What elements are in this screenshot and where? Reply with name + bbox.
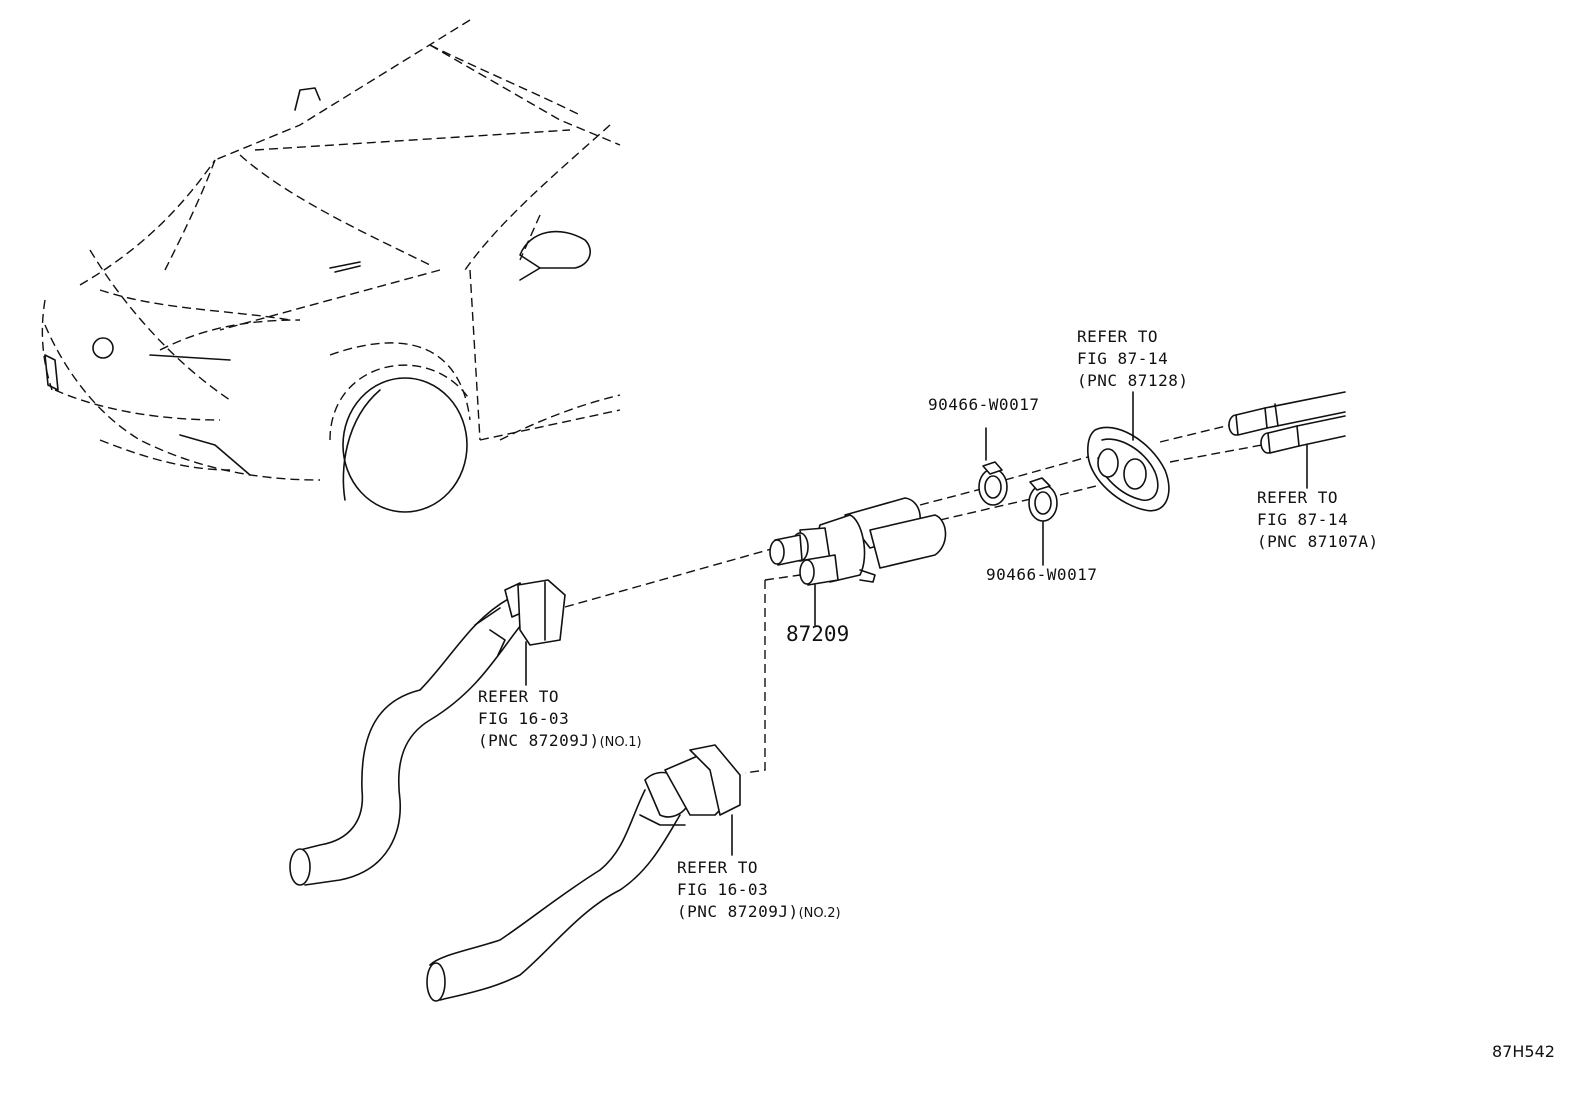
- callout-line: FIG 16-03: [478, 709, 570, 728]
- callout-line: FIG 87-14: [1257, 510, 1349, 529]
- callout-line: REFER TO: [677, 858, 759, 877]
- callout-line: (PNC 87107A): [1257, 532, 1379, 551]
- part-number-clamp-lower[interactable]: 90466-W0017: [986, 565, 1098, 584]
- callout-line: REFER TO: [1257, 488, 1339, 507]
- callout-line: (PNC 87209J): [677, 902, 799, 921]
- part-number-main[interactable]: 87209: [786, 622, 850, 646]
- callout-line: FIG 16-03: [677, 880, 769, 899]
- figure-id: 87H542: [1492, 1042, 1555, 1061]
- clamp-upper: [978, 427, 1008, 506]
- part-number-clamp-upper[interactable]: 90466-W0017: [928, 395, 1040, 414]
- callout-suffix: (NO.2): [798, 906, 841, 921]
- callout-hose2-ref[interactable]: REFER TO FIG 16-03 (PNC 87209J)(NO.2): [677, 857, 841, 925]
- grommet: [1087, 391, 1170, 512]
- callout-grommet-ref[interactable]: REFER TO FIG 87-14 (PNC 87128): [1077, 326, 1188, 392]
- assembly-lines: [564, 424, 1263, 774]
- callout-line: FIG 87-14: [1077, 349, 1169, 368]
- vehicle-outline: [41, 19, 621, 513]
- pipes: [1228, 391, 1346, 489]
- hose-no2: [426, 744, 741, 1002]
- valve-87209: [769, 497, 947, 626]
- callout-line: (PNC 87209J): [478, 731, 600, 750]
- hose-no1: [289, 579, 566, 886]
- callout-suffix: (NO.1): [599, 735, 642, 750]
- callout-pipe-ref[interactable]: REFER TO FIG 87-14 (PNC 87107A): [1257, 487, 1379, 553]
- callout-hose1-ref[interactable]: REFER TO FIG 16-03 (PNC 87209J)(NO.1): [478, 686, 642, 754]
- callout-line: REFER TO: [478, 687, 560, 706]
- clamp-lower: [1028, 477, 1058, 566]
- callout-line: REFER TO: [1077, 327, 1159, 346]
- callout-line: (PNC 87128): [1077, 371, 1189, 390]
